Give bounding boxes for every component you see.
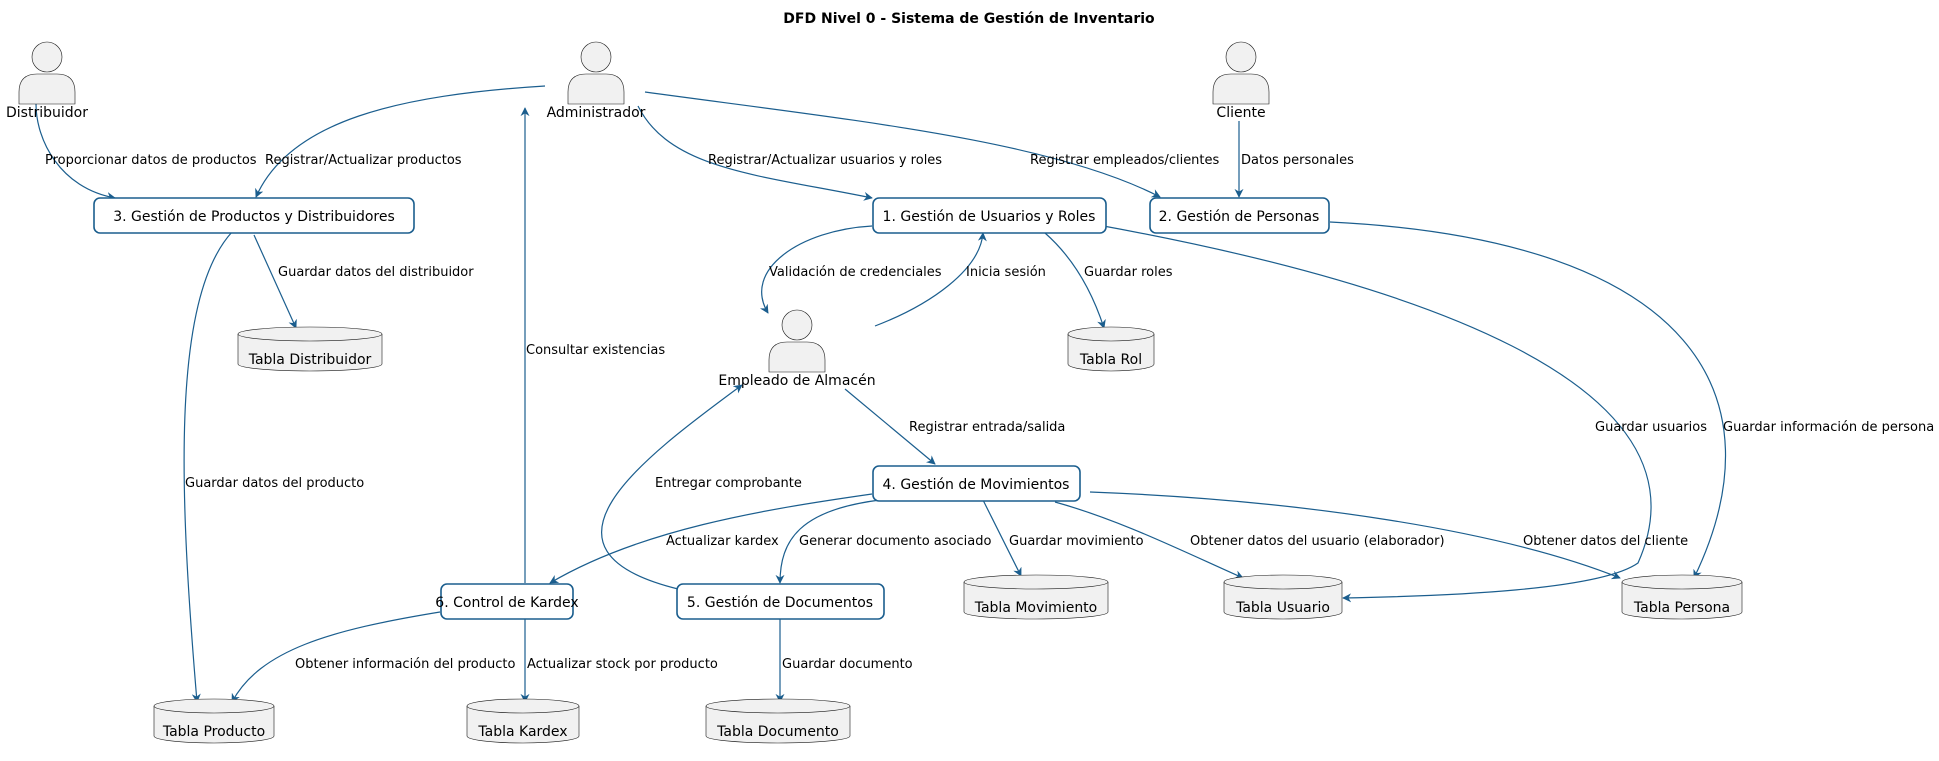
actor-label: Empleado de Almacén [718,373,875,389]
edges [35,85,1727,703]
edge-admin-p2 [644,91,1161,198]
flow-label: Guardar datos del distribuidor [278,265,474,280]
process-label: 2. Gestión de Personas [1159,209,1320,225]
flow-label: Actualizar kardex [666,534,779,549]
actor-cliente: Cliente [1212,41,1270,121]
flow-label: Guardar movimiento [1009,534,1144,549]
flow-label: Guardar roles [1084,265,1173,280]
process-p3: 3. Gestión de Productos y Distribuidores [93,197,415,234]
edge-p1-tabla-rol [1044,232,1106,329]
store-label: Tabla Usuario [1235,600,1330,616]
flow-label: Generar documento asociado [799,534,991,549]
edge-empleado-p1 [874,232,987,327]
flow-label: Obtener información del producto [295,657,516,672]
flow-labels: Proporcionar datos de productos Registra… [45,153,1934,672]
person-icon [1212,41,1270,105]
edge-p4-p5 [775,499,881,584]
edge-p3-tabla-distribuidor [253,234,297,329]
flow-label: Obtener datos del usuario (elaborador) [1190,534,1445,549]
process-label: 1. Gestión de Usuarios y Roles [883,209,1096,225]
process-p5: 5. Gestión de Documentos [676,583,885,620]
store-tabla-documento: Tabla Documento [705,698,851,744]
store-tabla-kardex: Tabla Kardex [466,698,580,744]
store-label: Tabla Kardex [477,724,567,740]
flow-label: Validación de credenciales [769,265,942,280]
flow-label: Entregar comprobante [655,476,802,491]
flow-label: Guardar información de persona [1723,420,1934,435]
diagram-title: DFD Nivel 0 - Sistema de Gestión de Inve… [783,11,1155,27]
store-label: Tabla Distribuidor [248,352,372,368]
process-label: 6. Control de Kardex [435,595,578,611]
actor-distribuidor: Distribuidor [6,41,88,121]
flow-label: Guardar documento [782,657,913,672]
flow-label: Registrar entrada/salida [909,420,1065,435]
person-icon [768,309,826,373]
actor-label: Administrador [547,105,646,121]
process-p6: 6. Control de Kardex [435,583,579,620]
store-label: Tabla Rol [1079,352,1142,368]
process-p1: 1. Gestión de Usuarios y Roles [872,197,1107,234]
edge-p6-tabla-producto [231,611,441,703]
store-label: Tabla Producto [162,724,265,740]
flow-label: Consultar existencias [526,343,665,358]
actor-label: Distribuidor [6,105,88,121]
actor-empleado-almacen: Empleado de Almacén [718,309,876,389]
edge-p4-p6 [549,493,873,584]
flow-label: Guardar datos del producto [185,476,364,491]
process-label: 3. Gestión de Productos y Distribuidores [113,209,395,225]
edge-distribuidor-p3 [35,103,116,201]
store-label: Tabla Movimiento [974,600,1098,616]
edge-p1-tabla-usuario [1097,224,1652,603]
person-icon [18,41,76,105]
store-label: Tabla Persona [1633,600,1730,616]
actor-label: Cliente [1216,105,1265,121]
flow-label: Datos personales [1241,153,1354,168]
process-label: 4. Gestión de Movimientos [883,477,1070,493]
store-tabla-usuario: Tabla Usuario [1223,574,1343,620]
edge-empleado-p4 [844,388,936,465]
person-icon [567,41,625,105]
store-tabla-rol: Tabla Rol [1067,326,1155,372]
flow-label: Proporcionar datos de productos [45,153,257,168]
flow-label: Registrar empleados/clientes [1030,153,1220,168]
process-p4: 4. Gestión de Movimientos [872,465,1081,502]
edge-admin-p1 [637,105,873,201]
store-tabla-persona: Tabla Persona [1621,574,1743,620]
flow-label: Registrar/Actualizar productos [265,153,462,168]
flow-label: Obtener datos del cliente [1523,534,1688,549]
edge-p4-tabla-persona [1089,491,1621,580]
process-label: 5. Gestión de Documentos [687,595,873,611]
edge-p3-tabla-producto [183,231,233,703]
store-tabla-producto: Tabla Producto [153,698,275,744]
edge-p2-tabla-persona [1329,221,1727,579]
flow-label: Registrar/Actualizar usuarios y roles [708,153,942,168]
edge-p4-tabla-movimiento [982,499,1022,577]
actor-administrador: Administrador [547,41,646,121]
edge-p1-empleado [759,225,873,314]
store-label: Tabla Documento [716,724,839,740]
store-tabla-distribuidor: Tabla Distribuidor [237,326,383,372]
flow-label: Guardar usuarios [1595,420,1707,435]
edge-p4-tabla-usuario [1054,501,1244,579]
process-p2: 2. Gestión de Personas [1149,197,1330,234]
edge-p5-empleado [601,384,743,590]
store-tabla-movimiento: Tabla Movimiento [963,574,1109,620]
edge-admin-p3 [255,85,546,198]
flow-label: Inicia sesión [966,265,1046,280]
flow-label: Actualizar stock por producto [527,657,718,672]
